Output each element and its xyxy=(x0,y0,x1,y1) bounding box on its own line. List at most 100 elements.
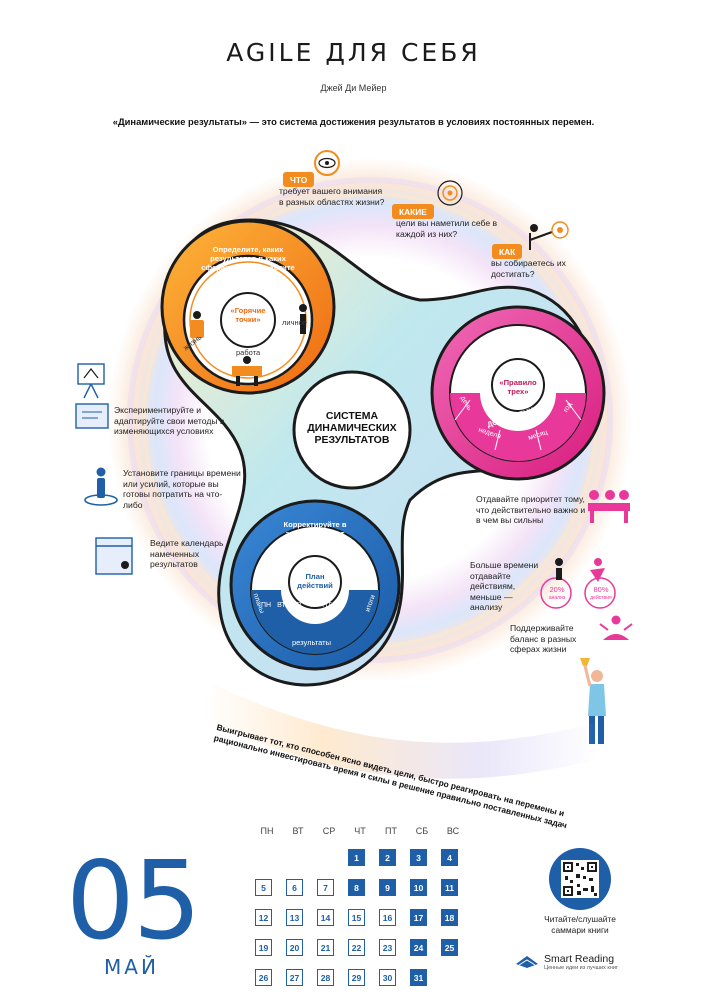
eye-icon xyxy=(314,150,340,176)
person-boundary-icon xyxy=(84,467,118,506)
calendar-day[interactable]: 26 xyxy=(255,969,272,986)
calendar-day[interactable]: 6 xyxy=(286,879,303,896)
calendar-day[interactable]: 25 xyxy=(441,939,458,956)
calendar-day[interactable]: 24 xyxy=(410,939,427,956)
calendar-day[interactable]: 9 xyxy=(379,879,396,896)
pink-heading: Расставьте приоритеты xyxy=(496,332,542,351)
weekday-wed: СР xyxy=(322,826,336,836)
what-text: требует вашего внимания в разных областя… xyxy=(279,186,385,207)
weekday-mon: ПН xyxy=(260,826,274,836)
center-title: СИСТЕМА ДИНАМИЧЕСКИХ РЕЗУЛЬТАТОВ xyxy=(307,410,397,446)
which-tag: КАКИЕ xyxy=(392,204,434,219)
calendar-day[interactable]: 19 xyxy=(255,939,272,956)
ratio-right-label: действия xyxy=(590,595,612,601)
blue-day-thu: ЧТ xyxy=(307,602,317,609)
calendar-day[interactable]: 16 xyxy=(379,909,396,926)
orange-wheel xyxy=(160,219,336,395)
calendar-day[interactable]: 7 xyxy=(317,879,334,896)
orange-item-work: работа xyxy=(236,348,261,357)
blue-day-mon: ПН xyxy=(261,602,272,609)
archer-icon xyxy=(529,221,569,250)
calendar-icon xyxy=(95,537,133,575)
blue-day-tue: ВТ xyxy=(277,602,286,609)
calendar-day[interactable]: 18 xyxy=(441,909,458,926)
day-number: 05 xyxy=(66,839,201,964)
calendar-day[interactable]: 5 xyxy=(255,879,272,896)
easel-icon xyxy=(77,363,105,399)
left-tip-2: Установите границы времени или усилий, к… xyxy=(123,468,241,510)
ratio-left-label: анализ xyxy=(548,595,566,601)
ratio-left-value: 20% xyxy=(549,585,565,594)
pink-wheel xyxy=(430,305,606,481)
qr-caption: Читайте/слушайте саммари книги xyxy=(544,914,616,935)
qr-icon xyxy=(561,860,599,898)
blue-wheel xyxy=(229,499,401,671)
orange-heading: Определите, каких результатов в каких сф… xyxy=(201,245,295,282)
right-tip-1: Отдавайте приоритет тому, что действител… xyxy=(476,494,586,525)
calendar-day[interactable]: 30 xyxy=(379,969,396,986)
blue-day-fri: ПТ xyxy=(322,602,332,609)
pink-center: «Правило трех» xyxy=(499,378,537,397)
screen-icon xyxy=(75,403,109,429)
left-tip-3: Ведите календарь намеченных результатов xyxy=(150,538,224,569)
calendar-day[interactable]: 31 xyxy=(410,969,427,986)
calendar-day[interactable]: 29 xyxy=(348,969,365,986)
ratio-right: 80% действия xyxy=(589,586,613,602)
calendar-day[interactable]: 4 xyxy=(441,849,458,866)
which-text: цели вы наметили себе в каждой из них? xyxy=(396,218,498,239)
ratio-left: 20% анализ xyxy=(546,586,568,602)
brand-tagline: Ценные идеи из лучших книг xyxy=(544,965,618,971)
right-tip-2: Больше времени отдавайте действиям, мень… xyxy=(470,560,539,612)
weekday-thu: ЧТ xyxy=(354,826,366,836)
what-tag: ЧТО xyxy=(283,172,315,187)
calendar-day[interactable]: 23 xyxy=(379,939,396,956)
calendar-day[interactable]: 11 xyxy=(441,879,458,896)
subtitle: «Динамические результаты» — это система … xyxy=(112,116,595,127)
calendar-day[interactable]: 22 xyxy=(348,939,365,956)
how-text: вы собираетесь их достигать? xyxy=(491,258,566,279)
calendar-day[interactable]: 3 xyxy=(410,849,427,866)
weekday-fri: ПТ xyxy=(385,826,397,836)
calendar-day[interactable]: 8 xyxy=(348,879,365,896)
blue-center: План действий xyxy=(297,572,333,591)
page-title: AGILE ДЛЯ СЕБЯ xyxy=(226,38,481,67)
calendar-day[interactable]: 2 xyxy=(379,849,396,866)
how-tag: КАК xyxy=(492,244,523,259)
ratio-right-value: 80% xyxy=(593,585,609,594)
calendar-day[interactable]: 15 xyxy=(348,909,365,926)
month-name: МАЙ xyxy=(104,955,159,979)
brand-logo-icon xyxy=(516,956,538,968)
blue-bottom: результаты xyxy=(292,638,331,647)
calendar-day[interactable]: 27 xyxy=(286,969,303,986)
author: Джей Ди Мейер xyxy=(320,83,387,93)
blue-heading: Корректируйте в зависимости от результат… xyxy=(283,520,347,548)
weekday-sun: ВС xyxy=(446,826,460,836)
brand-name: Smart Reading xyxy=(544,953,615,965)
orange-item-personal: личное xyxy=(282,318,307,327)
weekday-tue: ВТ xyxy=(292,826,304,836)
calendar-day[interactable]: 21 xyxy=(317,939,334,956)
brand: Smart Reading Ценные идеи из лучших книг xyxy=(515,953,618,971)
orange-center: «Горячие точки» xyxy=(230,306,266,325)
blue-days: ПН ВТ СР ЧТ ПТ xyxy=(261,602,332,609)
calendar-day[interactable]: 20 xyxy=(286,939,303,956)
target-icon xyxy=(437,180,463,206)
calendar-day[interactable]: 14 xyxy=(317,909,334,926)
calendar-day[interactable]: 10 xyxy=(410,879,427,896)
team-icon xyxy=(588,490,630,523)
left-tip-1: Экспериментируйте и адаптируйте свои мет… xyxy=(114,405,225,436)
calendar-day[interactable]: 28 xyxy=(317,969,334,986)
calendar-day[interactable]: 13 xyxy=(286,909,303,926)
center-circle xyxy=(292,370,412,490)
qr-code[interactable] xyxy=(549,848,611,910)
calendar-day[interactable]: 17 xyxy=(410,909,427,926)
right-tip-3: Поддерживайте баланс в разных сферах жиз… xyxy=(510,623,577,654)
blue-day-wed: СР xyxy=(291,602,302,609)
weekday-sat: СБ xyxy=(415,826,429,836)
calendar-day[interactable]: 1 xyxy=(348,849,365,866)
ratio-icon xyxy=(540,558,616,609)
calendar-day[interactable]: 12 xyxy=(255,909,272,926)
meditation-icon xyxy=(599,615,633,640)
calendar-grid: ПН ВТ СР ЧТ ПТ СБ ВС 1 2 3 4 5 6 7 8 9 1… xyxy=(255,826,472,986)
